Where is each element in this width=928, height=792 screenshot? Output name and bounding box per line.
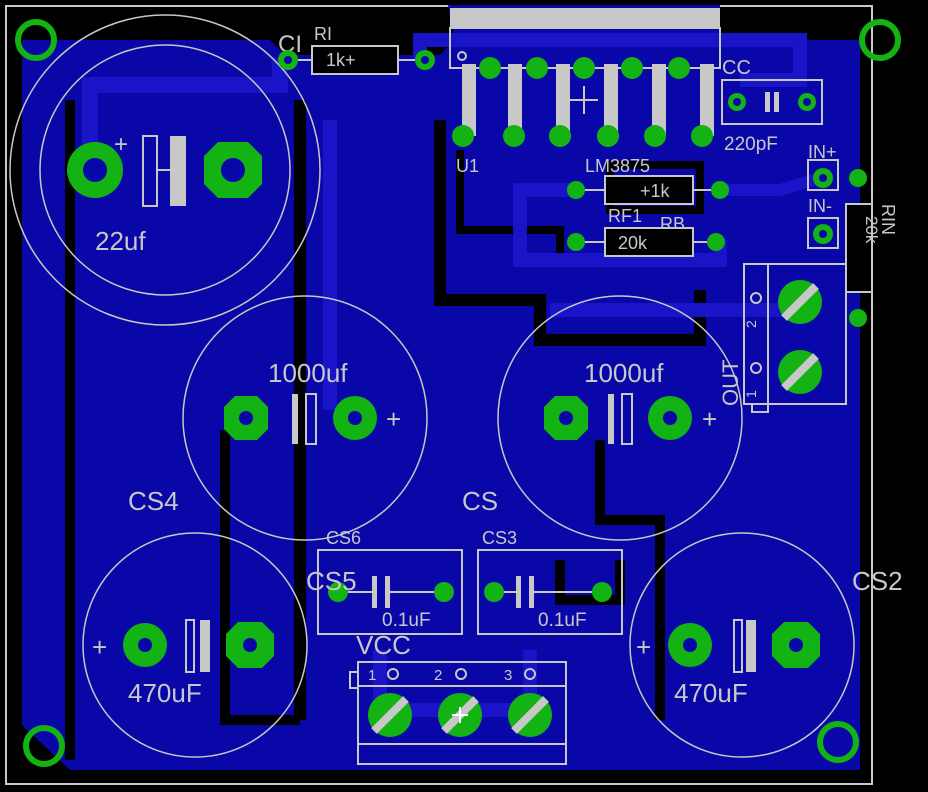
resistor-rin: 20k RIN bbox=[845, 169, 898, 327]
plus-sign: + bbox=[114, 131, 128, 158]
ri-label: RI bbox=[314, 24, 332, 44]
cs2-value-label: 470uF bbox=[674, 678, 748, 708]
vcc-terminal-block: VCC 1 2 3 bbox=[349, 630, 567, 765]
mounting-hole-top-left bbox=[15, 19, 57, 61]
rin-label: RIN bbox=[878, 204, 898, 235]
capacitor-22uf-label: 22uf bbox=[95, 226, 146, 256]
cs-right-value-label: 1000uf bbox=[584, 358, 664, 388]
vcc-pin2-label: 2 bbox=[434, 667, 442, 684]
capacitor-cs2-470uf: + 470uF CS2 bbox=[629, 532, 903, 758]
in-minus-label: IN- bbox=[808, 196, 832, 216]
vcc-pin3-label: 3 bbox=[504, 667, 512, 684]
cs-label: CS bbox=[462, 486, 498, 516]
board-outline bbox=[5, 5, 873, 785]
lm3875-label: LM3875 bbox=[585, 156, 650, 176]
capacitor-cs3: CS3 0.1uF bbox=[477, 528, 623, 635]
mounting-holes bbox=[15, 19, 901, 767]
rf1-label: RF1 bbox=[608, 206, 642, 226]
plus-sign: + bbox=[702, 404, 717, 434]
cs4-value-label: 470uF bbox=[128, 678, 202, 708]
cs4-label: CS4 bbox=[128, 486, 179, 516]
u1-label: U1 bbox=[456, 156, 479, 176]
capacitor-cs-right-1000uf: + 1000uf bbox=[497, 295, 743, 541]
plus-sign: + bbox=[636, 632, 651, 662]
cs5-label: CS5 bbox=[306, 566, 357, 596]
capacitor-cs6: CS6 0.1uF CS5 bbox=[306, 528, 463, 635]
cs3-value-label: 0.1uF bbox=[538, 610, 587, 631]
cs2-label: CS2 bbox=[852, 566, 903, 596]
rin-value-label: 20k bbox=[862, 216, 881, 244]
cs6-value-label: 0.1uF bbox=[382, 610, 431, 631]
in-plus-label: IN+ bbox=[808, 142, 837, 162]
output-terminal-block: 2 1 OUT bbox=[718, 263, 847, 413]
mounting-hole-bottom-right bbox=[817, 721, 859, 763]
vcc-pin1-label: 1 bbox=[368, 667, 376, 684]
cc-label: CC bbox=[722, 57, 751, 79]
resistor-rb: +1k RF1 RB bbox=[567, 175, 729, 234]
rf1-value-label: 20k bbox=[618, 233, 648, 253]
ri-value-label: 1k+ bbox=[326, 50, 356, 70]
vcc-label: VCC bbox=[356, 630, 411, 660]
cs3-label: CS3 bbox=[482, 528, 517, 548]
mounting-hole-bottom-left bbox=[23, 725, 65, 767]
capacitor-22uf: + 22uf bbox=[9, 14, 321, 326]
input-connector: IN+ IN- bbox=[807, 142, 839, 249]
rb-value-label: +1k bbox=[640, 181, 671, 201]
ic-u1-lm3875: U1 LM3875 bbox=[449, 8, 721, 176]
plus-sign: + bbox=[92, 632, 107, 662]
cc-value-label: 220pF bbox=[724, 134, 778, 155]
plus-sign: + bbox=[386, 404, 401, 434]
out-pin2-label: 2 bbox=[743, 320, 759, 328]
cs-left-value-label: 1000uf bbox=[268, 358, 348, 388]
capacitor-cs-left-1000uf: + 1000uf bbox=[182, 295, 428, 541]
capacitor-cs4-470uf: + 470uF bbox=[82, 532, 308, 758]
resistor-rf1: 20k bbox=[567, 227, 725, 257]
capacitor-cc: CC 220pF bbox=[721, 57, 823, 155]
out-pin1-label: 1 bbox=[743, 390, 759, 398]
resistor-ri: CI RI 1k+ bbox=[278, 24, 435, 75]
mounting-hole-top-right bbox=[859, 19, 901, 61]
cs6-label: CS6 bbox=[326, 528, 361, 548]
